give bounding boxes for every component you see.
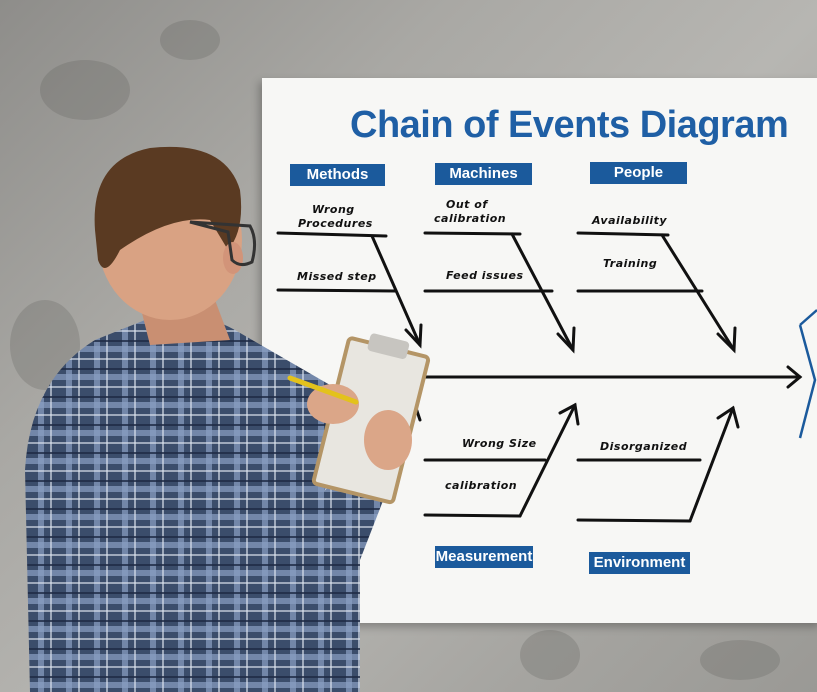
right-hand [364,410,412,470]
cause-out-of: Out of [446,198,488,211]
plaid-shirt [25,315,345,692]
safety-glasses [189,220,257,267]
cause-calibration-measurement: calibration [445,479,518,492]
cause-feed-issues: Feed issues [446,269,524,282]
hair [94,146,242,268]
cause-training: Training [603,257,658,270]
shirt-sleeve [290,455,395,692]
category-methods: Methods [290,164,385,186]
cause-disorganized: Disorganized [600,440,688,453]
cause-procedures: Procedures [298,217,373,230]
effect-box-outline [798,309,817,439]
clipboard-clip [367,333,410,359]
cause-wrong: Wrong [312,203,355,216]
category-measurement: Measurement [435,546,533,568]
cause-calibration-machines: calibration [434,212,507,225]
pencil [287,375,359,405]
category-people: People [590,162,687,184]
category-machines: Machines [435,163,532,185]
spine-arrowhead [786,365,803,389]
cause-wrong-size: Wrong Size [462,437,537,450]
cause-missed-step: Missed step [297,270,377,283]
category-environment: Environment [589,552,690,574]
cause-availability: Availability [592,214,668,227]
left-hand [307,384,359,424]
diagram-title: Chain of Events Diagram [350,104,789,146]
